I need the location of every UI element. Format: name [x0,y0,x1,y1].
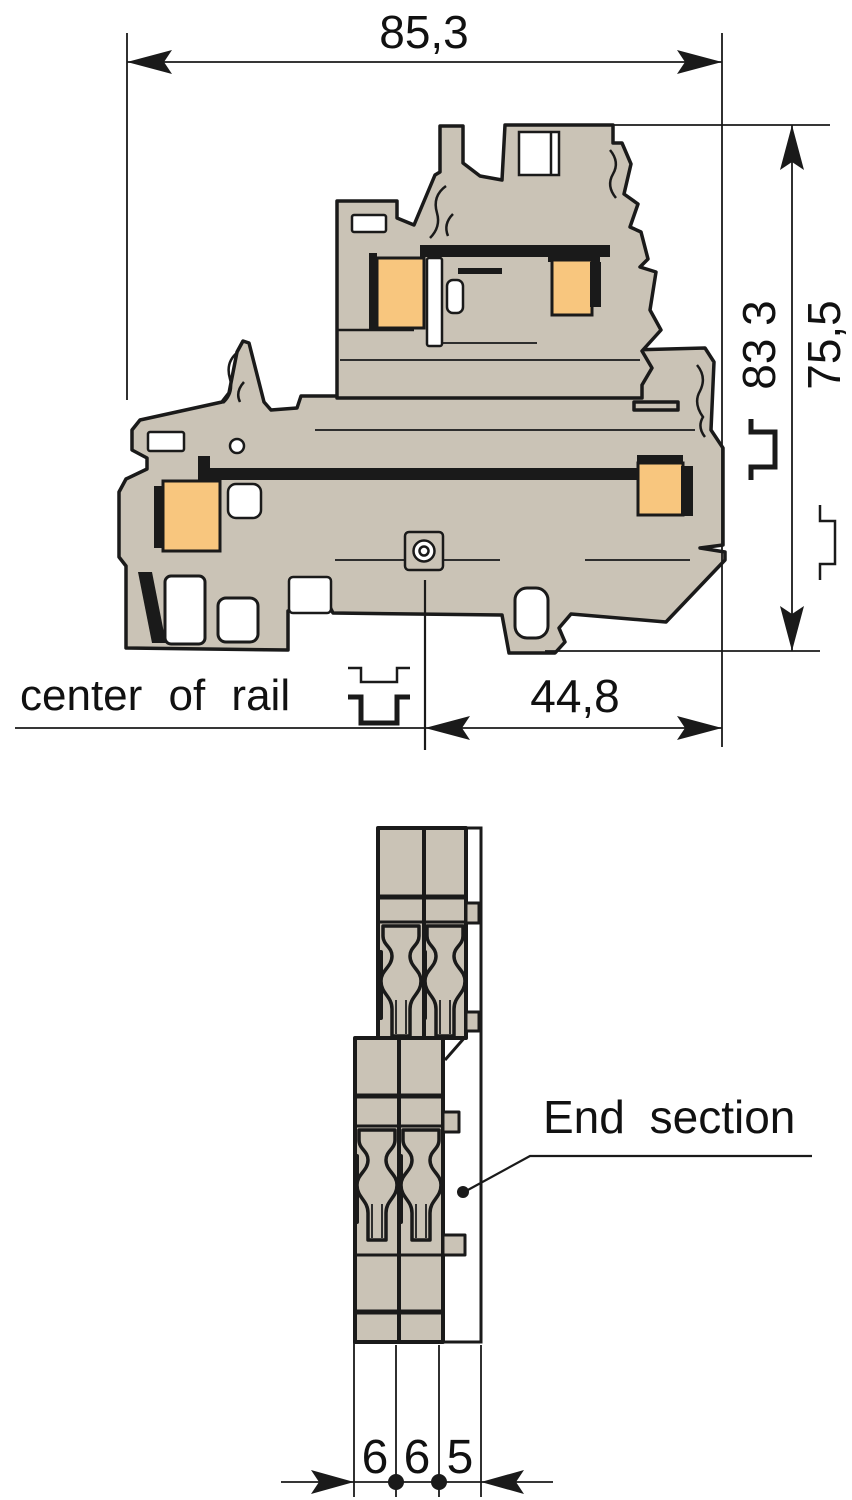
upper-right-latch-spring [608,149,618,199]
lower-clamp-spindle-b [399,1128,443,1242]
upper-clamp-gap [425,256,444,348]
rail-foot-cavity [163,574,207,646]
din-rail-profile-icon [748,419,778,480]
upper-right-clamp-side [590,262,601,307]
upper-wing-window [350,213,388,234]
upper-right-clamp [550,258,594,317]
center-of-rail-label: center of rail [20,671,290,720]
side-view-cross-section: 85,3 83 3 75,5 44,8 center of rail [15,6,850,750]
lower-clamp-spindle-a [355,1128,399,1242]
rail-hook-cavity [513,586,550,640]
arrow-in-right-icon [311,1470,354,1494]
dim-height-rail-label: 75,5 [798,300,850,390]
dim-rail-offset-label: 44,8 [530,670,620,722]
din-rail-profile-low-icon [818,505,837,580]
arrow-in-left-icon [481,1470,524,1494]
lower-bus-bar-end-tab [198,456,210,470]
callout-dot [457,1186,469,1198]
dim-width-label: 85,3 [379,6,469,58]
upper-left-clamp-yoke [369,253,377,331]
lower-spindle-ribs [371,1204,427,1238]
dim-height-total-label: 83 3 [733,300,785,390]
arrow-left2-icon [425,716,470,740]
dim-pitch-left-label: 6 [362,1431,389,1484]
arrow-down-icon [780,606,804,651]
rail-profile-shallow-icon [348,666,410,684]
lower-right-clamp-cap [632,400,680,412]
plate-tab-1 [464,901,481,925]
arrow-left-icon [127,50,172,74]
lower-right-clamp-yoke-top [637,455,683,465]
arrow-right-icon [677,50,722,74]
dim-dot-1 [388,1474,404,1490]
upper-clamp-spindle-b [423,924,467,1038]
rail-foot-notch [216,596,260,644]
dim-dot-2 [431,1474,447,1490]
plate-tab-3 [441,1110,461,1134]
arrow-right2-icon [677,716,722,740]
upper-left-clamp [375,256,426,330]
lower-bus-bar [198,468,640,480]
pivot-boss [228,437,246,455]
dim-pitch-right-label: 6 [404,1431,431,1484]
lower-wing-window [146,430,186,453]
plate-tab-2 [464,1010,481,1033]
dim-end-width-label: 5 [447,1431,474,1484]
center-slot [445,278,465,315]
tower-window [517,130,561,177]
lower-left-clamp-yoke [154,486,163,548]
callout-leader-line [465,1154,812,1192]
lower-left-latch-spring [222,351,245,404]
plate-tab-4 [441,1233,467,1257]
marking-dash [458,268,502,274]
lower-left-clamp [161,479,222,553]
end-section-label: End section [543,1091,795,1143]
rail-profile-deep-icon [348,694,410,726]
upper-spindle-ribs [395,1000,451,1034]
lower-clamp-window [226,482,263,520]
rail-foot-gap [287,575,333,615]
lower-right-clamp-yoke-side [681,466,693,516]
tier-transition [443,1035,468,1061]
lower-deck-body [117,339,727,655]
arrow-up-icon [780,125,804,170]
lower-right-clamp [636,461,685,517]
front-view-end-section: End section 6 6 5 [281,826,812,1497]
rail-spring-clip [138,572,166,643]
upper-deck-body [335,123,663,400]
lower-right-latch-spring [695,364,707,438]
screw-center [418,545,430,557]
upper-left-latch-spring [429,184,454,239]
